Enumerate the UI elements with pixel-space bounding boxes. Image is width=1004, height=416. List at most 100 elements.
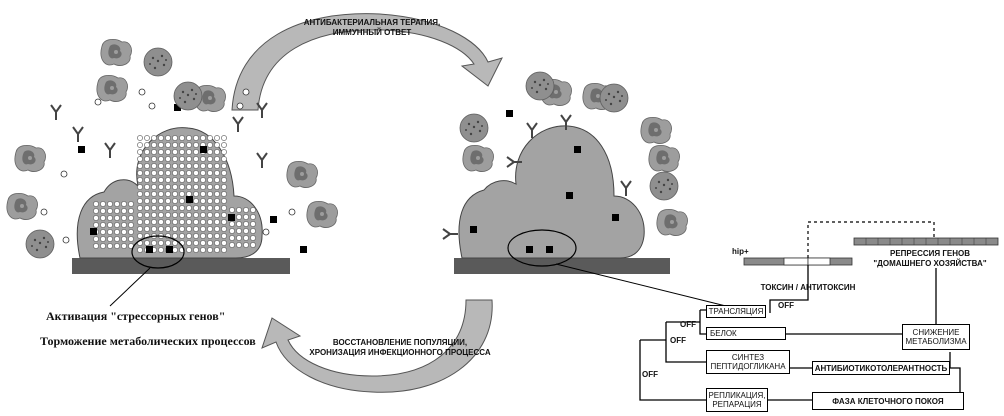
- bacterium-cell: [214, 163, 220, 169]
- bacterium-cell: [151, 170, 157, 176]
- bacterium-cell: [193, 240, 199, 246]
- bacterium-cell: [121, 215, 127, 221]
- bacterium-cell: [214, 135, 220, 141]
- antigen-squares: [78, 104, 619, 253]
- bacterium-cell: [107, 215, 113, 221]
- bacterium-cell: [144, 226, 150, 232]
- bacterium-cell: [172, 142, 178, 148]
- bacterium-cell: [207, 205, 213, 211]
- bacterium-cell: [200, 219, 206, 225]
- bacterium-cell: [236, 214, 242, 220]
- bacterium-cell: [221, 198, 227, 204]
- bacterium-cell: [165, 226, 171, 232]
- bacterium-cell: [144, 142, 150, 148]
- left-persister-oval: [131, 235, 185, 269]
- bacterium-cell: [221, 212, 227, 218]
- bacterium-cell: [151, 149, 157, 155]
- bacterium-cell: [221, 156, 227, 162]
- bacterium-cell: [100, 208, 106, 214]
- bacterium-cell: [179, 177, 185, 183]
- bacterium-cell: [207, 149, 213, 155]
- bacterium-cell: [100, 222, 106, 228]
- bacterium-cell: [137, 177, 143, 183]
- bacterium-cell: [193, 142, 199, 148]
- bacterium-cell: [200, 163, 206, 169]
- bacterium-cell: [165, 135, 171, 141]
- bacterium-cell: [243, 221, 249, 227]
- bacterium-cell: [236, 228, 242, 234]
- bacterium-cell: [221, 233, 227, 239]
- bacterium-cell: [186, 247, 192, 253]
- bacterium-cell: [158, 149, 164, 155]
- bacterium-cell: [107, 236, 113, 242]
- bacterium-cell: [137, 212, 143, 218]
- bacterium-cell: [200, 191, 206, 197]
- bacterium-cell: [200, 212, 206, 218]
- bacterium-cell: [121, 243, 127, 249]
- bacterium-cell: [193, 135, 199, 141]
- bacterium-cell: [221, 149, 227, 155]
- bacterium-cell: [186, 184, 192, 190]
- bacterium-cell: [151, 212, 157, 218]
- bacterium-cell: [193, 191, 199, 197]
- bacterium-cell: [236, 235, 242, 241]
- bacterium-cell: [221, 142, 227, 148]
- bacterium-cell: [137, 149, 143, 155]
- bacterium-cell: [186, 240, 192, 246]
- bottom-cycle-arrow: [261, 299, 493, 393]
- bacterium-cell: [165, 212, 171, 218]
- bacterium-cell: [250, 242, 256, 248]
- bacterium-cell: [179, 142, 185, 148]
- bacterium-cell: [214, 170, 220, 176]
- bacterium-cell: [214, 142, 220, 148]
- bacterium-cell: [221, 226, 227, 232]
- bacterium-cell: [158, 177, 164, 183]
- bacterium-cell: [151, 198, 157, 204]
- bacterium-cell: [243, 228, 249, 234]
- bacterium-cell: [179, 191, 185, 197]
- bacterium-cell: [207, 247, 213, 253]
- bacterium-cell: [137, 219, 143, 225]
- bacterium-cell: [172, 226, 178, 232]
- bacterium-cell: [158, 191, 164, 197]
- bacterium-cell: [179, 170, 185, 176]
- bacterium-cell: [193, 212, 199, 218]
- bacterium-cell: [151, 177, 157, 183]
- bacterium-cell: [214, 219, 220, 225]
- bacterium-cell: [158, 170, 164, 176]
- bacterium-cell: [128, 236, 134, 242]
- bacterium-cell: [165, 198, 171, 204]
- bacterium-cell: [229, 235, 235, 241]
- bacterium-cell: [93, 201, 99, 207]
- bacterium-cell: [137, 247, 143, 253]
- bacterium-cell: [151, 205, 157, 211]
- bacterium-cell: [214, 247, 220, 253]
- bacterium-cell: [151, 163, 157, 169]
- bacterium-cell: [172, 149, 178, 155]
- bacterium-cell: [214, 198, 220, 204]
- bacterium-cell: [207, 219, 213, 225]
- bacterium-cell: [151, 135, 157, 141]
- bacterium-cell: [186, 135, 192, 141]
- bacterium-cell: [179, 226, 185, 232]
- bacterium-cell: [144, 205, 150, 211]
- gene-dashed-link: [807, 221, 935, 258]
- bacterium-cell: [158, 219, 164, 225]
- bacterium-cell: [243, 214, 249, 220]
- bacterium-cell: [172, 205, 178, 211]
- bacterium-cell: [207, 170, 213, 176]
- bacterium-cell: [214, 240, 220, 246]
- bacterium-cell: [221, 191, 227, 197]
- bacterium-cell: [193, 233, 199, 239]
- bacterium-cell: [179, 233, 185, 239]
- bacterium-cell: [186, 156, 192, 162]
- bacterium-cell: [165, 163, 171, 169]
- bacterium-cell: [186, 205, 192, 211]
- bacterium-cell: [121, 201, 127, 207]
- right-biofilm: [458, 125, 645, 259]
- bacterium-cell: [107, 201, 113, 207]
- bacterium-cell: [186, 149, 192, 155]
- bacterium-cell: [193, 198, 199, 204]
- bacterium-cell: [144, 184, 150, 190]
- bacterium-cell: [158, 247, 164, 253]
